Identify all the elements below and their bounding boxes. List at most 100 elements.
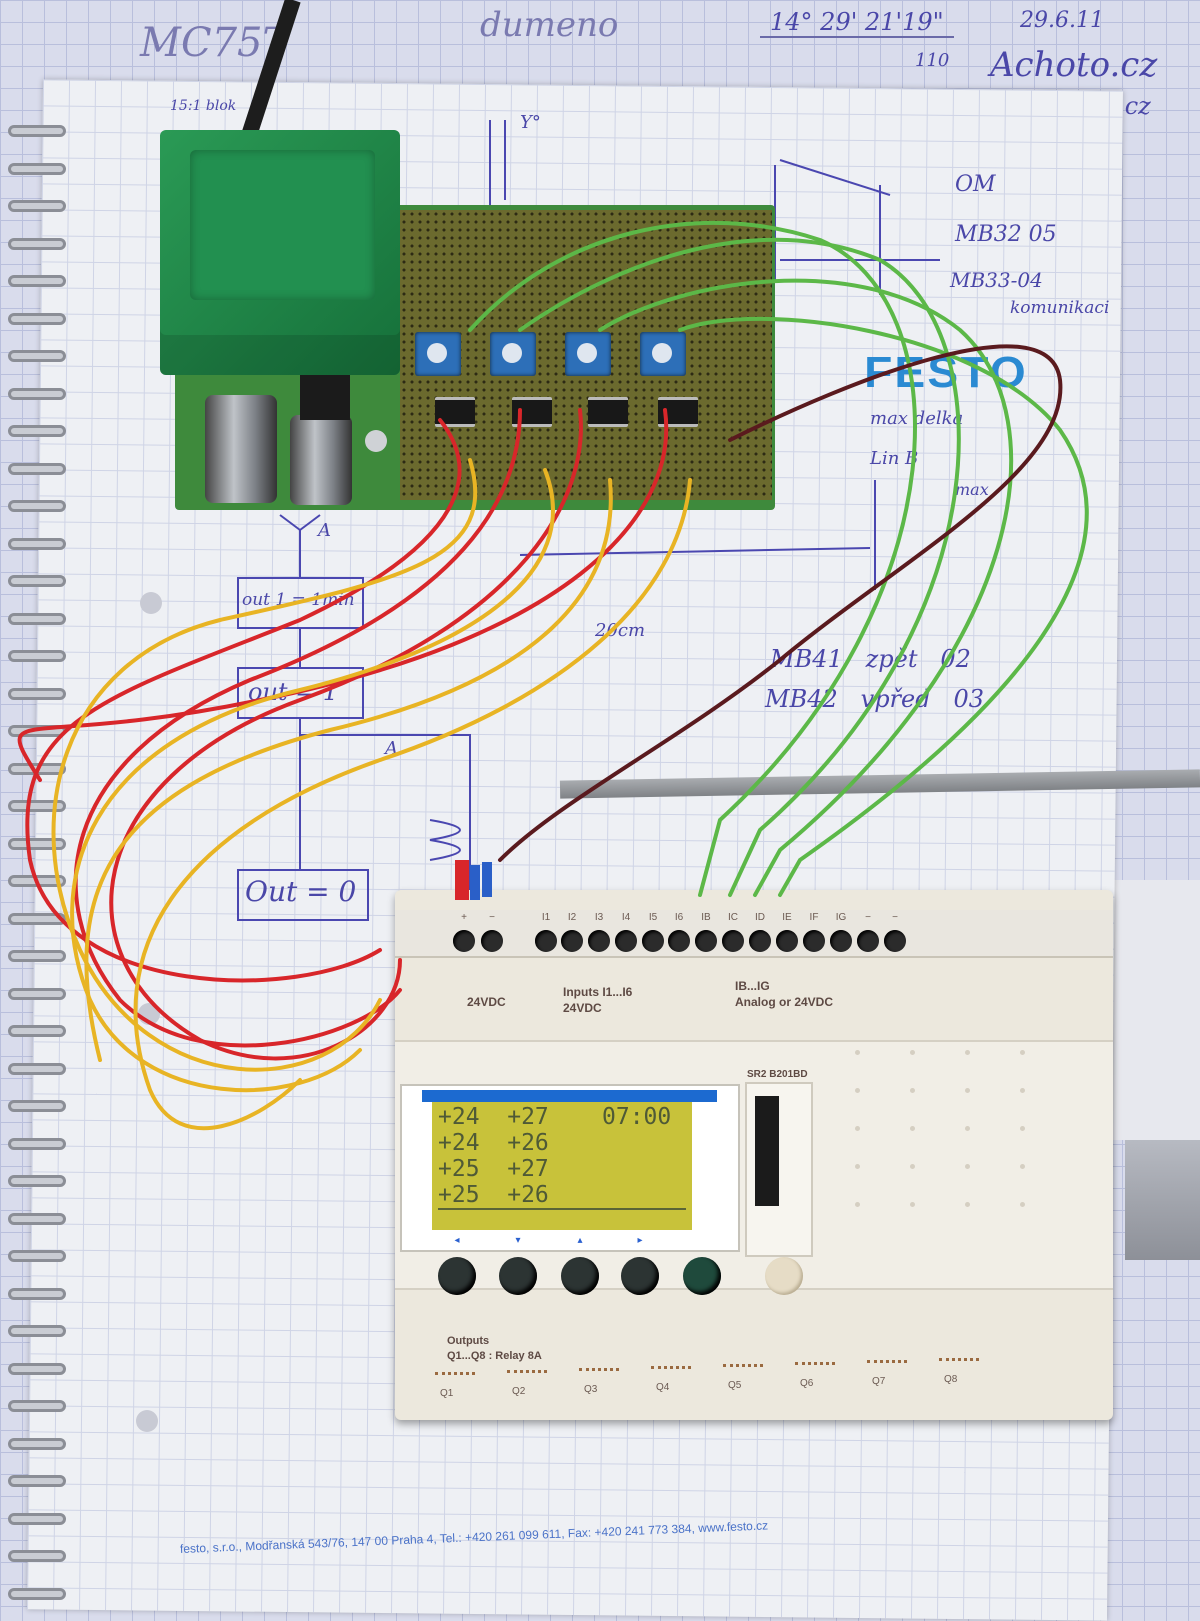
output-terminal-label: Q2 — [512, 1386, 526, 1397]
ic-chip — [588, 397, 628, 427]
nav-arrow-down: ▾ — [515, 1235, 521, 1246]
vent-dot — [1020, 1050, 1025, 1055]
terminal-label: IE — [782, 912, 792, 923]
output-terminal-label: Q6 — [800, 1378, 814, 1389]
output-terminal-screw[interactable] — [795, 1362, 835, 1366]
ic-chip — [512, 397, 552, 427]
note-top-left: MC75T — [140, 20, 290, 66]
input-terminal-screw[interactable] — [642, 930, 664, 952]
trimmer-potentiometer[interactable] — [490, 332, 536, 376]
terminal-label: I5 — [648, 912, 658, 923]
vent-dot — [965, 1088, 970, 1093]
spiral-ring — [8, 1587, 66, 1600]
vent-dot — [965, 1164, 970, 1169]
input-terminal-screw[interactable] — [561, 930, 583, 952]
outputs-desc: Q1...Q8 : Relay 8A — [447, 1350, 542, 1362]
outputs-label: Outputs — [447, 1335, 490, 1347]
spiral-ring — [8, 1325, 66, 1337]
trimmer-potentiometer[interactable] — [640, 332, 686, 376]
ic-chip — [435, 397, 475, 427]
input-terminal-screw[interactable] — [453, 930, 475, 952]
input-terminal-screw[interactable] — [588, 930, 610, 952]
note-block-title: 15:1 blok — [170, 98, 237, 114]
vent-dot — [1020, 1164, 1025, 1169]
input-terminal-screw[interactable] — [884, 930, 906, 952]
input-terminal-screw[interactable] — [535, 930, 557, 952]
output-terminal-screw[interactable] — [867, 1360, 907, 1364]
note-date: 29.6.11 — [1020, 8, 1104, 33]
spiral-ring — [8, 1137, 66, 1150]
vent-dot — [855, 1164, 860, 1169]
note-om: OM — [955, 172, 996, 197]
input-terminal-screw[interactable] — [830, 930, 852, 952]
punch-hole — [136, 1410, 158, 1432]
button-left[interactable] — [438, 1257, 476, 1295]
nav-arrow-up: ▴ — [577, 1235, 583, 1246]
trimmer-potentiometer[interactable] — [565, 332, 611, 376]
spiral-ring — [8, 312, 66, 325]
terminal-label: I6 — [674, 912, 684, 923]
festo-logo: FESTO — [864, 348, 1028, 397]
vent-dot — [855, 1126, 860, 1131]
output-terminal-screw[interactable] — [939, 1358, 979, 1362]
output-terminal-screw[interactable] — [435, 1372, 475, 1376]
lcd-display: +24 +27 +24 +26 +25 +27 +25 +26 07:00 — [432, 1102, 692, 1230]
spiral-ring — [8, 1250, 66, 1262]
button-right[interactable] — [621, 1257, 659, 1295]
output-terminal-screw[interactable] — [507, 1370, 547, 1374]
note-label-a2: A — [385, 738, 398, 759]
spiral-ring — [8, 162, 66, 175]
terminal-label: I2 — [567, 912, 577, 923]
notebook-pad-right — [1112, 880, 1200, 1140]
trimmer-potentiometer[interactable] — [415, 332, 461, 376]
spiral-ring — [8, 1100, 66, 1112]
input-terminal-screw[interactable] — [695, 930, 717, 952]
note-out-zero: Out = 0 — [245, 875, 357, 908]
spiral-ring — [8, 1550, 66, 1562]
button-down[interactable] — [499, 1257, 537, 1295]
spiral-ring — [8, 1400, 66, 1412]
input-terminal-screw[interactable] — [857, 930, 879, 952]
spiral-ring — [8, 1362, 66, 1375]
spiral-ring — [8, 1175, 66, 1187]
button-ok[interactable] — [683, 1257, 721, 1295]
output-terminal-label: Q5 — [728, 1380, 742, 1391]
input-terminal-screw[interactable] — [668, 930, 690, 952]
note-mb32: MB32 05 — [955, 222, 1057, 247]
spiral-ring — [8, 275, 66, 287]
vent-dot — [910, 1126, 915, 1131]
nav-arrow-left: ◂ — [454, 1235, 460, 1246]
note-mb42: MB42 vpřed 03 — [765, 685, 985, 713]
button-up[interactable] — [561, 1257, 599, 1295]
vent-dot — [910, 1088, 915, 1093]
input-terminal-screw[interactable] — [803, 930, 825, 952]
note-mb33: MB33-04 — [950, 268, 1043, 292]
vent-dot — [1020, 1088, 1025, 1093]
button-menu[interactable] — [765, 1257, 803, 1295]
spiral-ring — [8, 1437, 66, 1450]
vent-dot — [910, 1164, 915, 1169]
note-max-delka: max delka — [870, 408, 964, 429]
note-out-one: out = 1 — [248, 678, 339, 706]
ic-chip — [658, 397, 698, 427]
output-terminal-screw[interactable] — [579, 1368, 619, 1372]
spiral-ring — [8, 125, 66, 137]
output-terminal-label: Q8 — [944, 1374, 958, 1385]
vent-dot — [1020, 1126, 1025, 1131]
terminal-label: − — [892, 912, 898, 923]
output-terminal-screw[interactable] — [723, 1364, 763, 1368]
input-terminal-screw[interactable] — [615, 930, 637, 952]
terminal-label: − — [489, 912, 495, 923]
input-terminal-screw[interactable] — [722, 930, 744, 952]
input-terminal-screw[interactable] — [481, 930, 503, 952]
memory-slot[interactable] — [745, 1082, 813, 1257]
spiral-ring — [8, 1475, 66, 1487]
vent-dot — [855, 1202, 860, 1207]
input-terminal-screw[interactable] — [749, 930, 771, 952]
vent-dot — [965, 1202, 970, 1207]
output-terminal-screw[interactable] — [651, 1366, 691, 1370]
input-terminal-screw[interactable] — [776, 930, 798, 952]
spiral-ring — [8, 1212, 66, 1225]
lcd-time: 07:00 — [602, 1104, 672, 1130]
